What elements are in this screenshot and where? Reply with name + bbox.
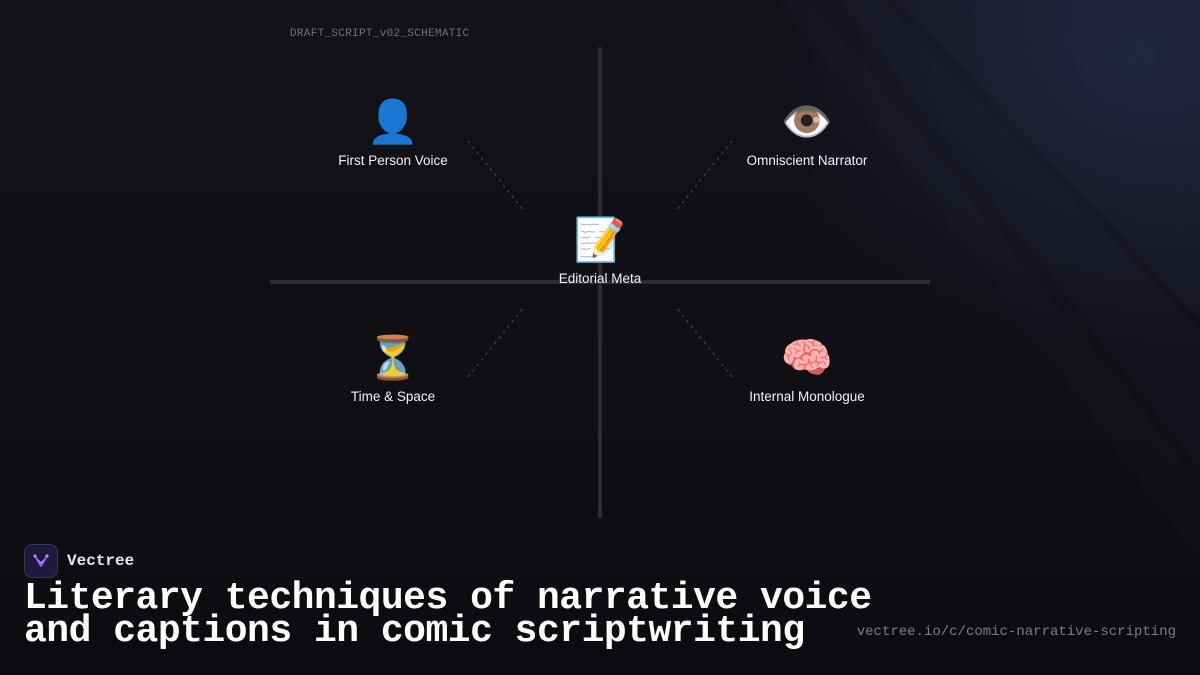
brand: Vectree [24, 544, 134, 578]
node-internal-monologue: 🧠 Internal Monologue [707, 333, 907, 404]
source-url[interactable]: vectree.io/c/comic-narrative-scripting [856, 624, 1176, 640]
node-label: Editorial Meta [558, 271, 642, 286]
node-label: First Person Voice [338, 153, 448, 168]
connector-first-person [467, 140, 525, 212]
connector-time-space [467, 306, 525, 378]
eye-icon: 👁️ [780, 97, 834, 146]
vectree-logo-icon [24, 544, 58, 578]
node-editorial-meta: 📝 Editorial Meta [500, 215, 700, 286]
node-label: Internal Monologue [749, 389, 865, 404]
horizontal-axis [270, 280, 930, 284]
node-first-person-voice: 👤 First Person Voice [293, 97, 493, 168]
node-label: Time & Space [350, 389, 436, 404]
person-silhouette-icon: 👤 [366, 97, 420, 146]
connector-omniscient [675, 140, 733, 212]
hourglass-icon: ⏳ [366, 333, 420, 382]
schematic-label: DRAFT_SCRIPT_v02_SCHEMATIC [290, 28, 470, 40]
connector-internal [675, 306, 733, 378]
memo-pencil-icon: 📝 [573, 215, 627, 264]
page-title: Literary techniques of narrative voice a… [24, 577, 872, 653]
node-omniscient-narrator: 👁️ Omniscient Narrator [707, 97, 907, 168]
brain-icon: 🧠 [780, 333, 834, 382]
node-label: Omniscient Narrator [746, 153, 868, 168]
node-time-and-space: ⏳ Time & Space [293, 333, 493, 404]
brand-name: Vectree [67, 552, 135, 570]
